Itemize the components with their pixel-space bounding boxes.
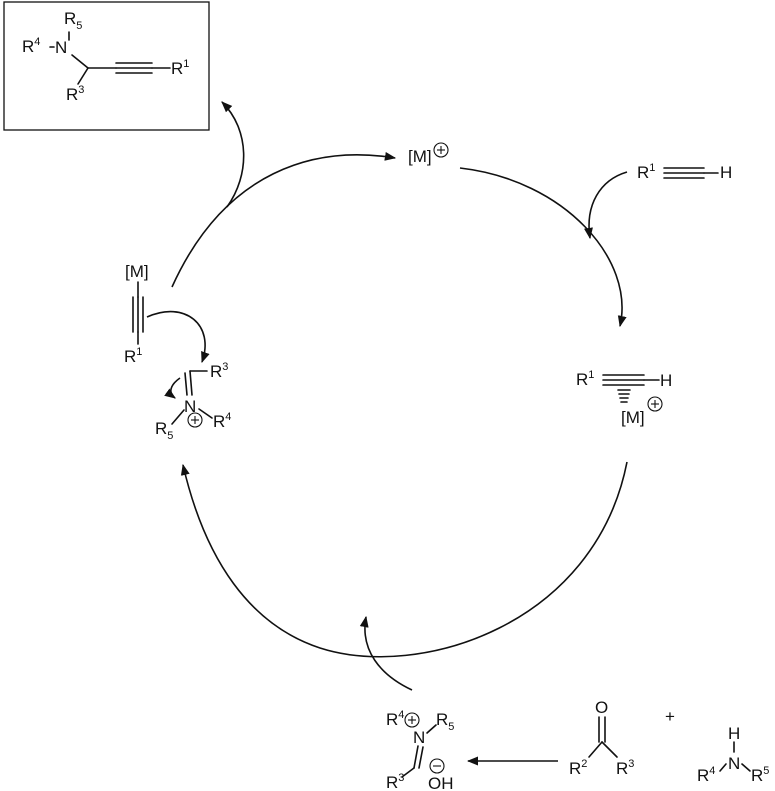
- alkyne-entry-arrow: [584, 171, 628, 240]
- iminium-n-r5-bond: [171, 409, 185, 425]
- carbonyl-compound: O R2 R3: [569, 698, 634, 778]
- amine-n: N: [728, 754, 740, 773]
- positive-charge-icon: [404, 712, 420, 728]
- iminium-double-bond: [184, 370, 193, 396]
- hemiaminal-r3: R3: [386, 772, 404, 791]
- ketone-c-r2-bond: [588, 741, 603, 758]
- product-r4: R4: [22, 36, 40, 56]
- catalyst-metal-cation: [M]: [408, 142, 449, 166]
- iminium-r4: R4: [213, 411, 231, 431]
- hemiaminal-c-r3-bond: [401, 767, 415, 778]
- acetylide-metal: [M]: [125, 262, 149, 281]
- product-release-arrow: [221, 101, 245, 208]
- amine-n-r4-bond: [719, 763, 727, 772]
- iminium-ion: R3 N R4 R5: [155, 361, 231, 442]
- iminium-entry-arrow: [359, 615, 413, 691]
- positive-charge-icon: [647, 396, 663, 412]
- ketone-r3: R3: [616, 758, 634, 778]
- product-r3: R3: [66, 84, 84, 104]
- product-triple-bond: [115, 62, 153, 74]
- ketone-c-r3-bond: [601, 741, 618, 758]
- product-box-frame: [3, 1, 210, 131]
- ketone-carbonyl-double-bond: [598, 716, 606, 743]
- hemiaminal-r5: R5: [436, 710, 454, 733]
- hemiaminal-oh: OH: [428, 774, 454, 791]
- alkyne-h: H: [720, 163, 732, 182]
- pi-complex-hashed-bond: [617, 389, 631, 403]
- amine-h: H: [728, 724, 740, 743]
- iminium-r5: R5: [155, 419, 173, 442]
- pi-complex-metal: [M]: [621, 408, 645, 427]
- hemiaminal-r4: R4: [386, 709, 404, 729]
- amine-n-r5-bond: [741, 763, 751, 772]
- ketone-o: O: [595, 698, 608, 717]
- hemiaminal-n-r5-bond: [426, 724, 437, 734]
- negative-charge-icon: [429, 758, 445, 774]
- product-n-ch-bond: [71, 54, 89, 69]
- alkyne-r1: R1: [637, 162, 655, 182]
- hemiaminal-double-bond: [413, 745, 424, 769]
- product-n: N: [55, 38, 67, 57]
- product-box: R5 R4 N R3 R1: [3, 1, 210, 131]
- iminium-n-r4-bond: [198, 408, 213, 419]
- nucleophilic-attack-arrow: [146, 310, 210, 364]
- pi-bond-shift-arrow: [164, 377, 181, 399]
- catalyst-metal-label: [M]: [408, 147, 432, 166]
- product-r5: R5: [64, 9, 82, 32]
- cycle-arc-bottom: [180, 461, 628, 658]
- product-r1: R1: [171, 58, 189, 78]
- alkyne-triple-bond: [663, 167, 719, 179]
- positive-charge-icon: [433, 142, 449, 158]
- acetylide-triple-bond: [132, 281, 144, 345]
- iminium-r3: R3: [210, 361, 228, 381]
- hemiaminal-n: N: [413, 728, 425, 747]
- pi-complex-triple-bond: [602, 374, 660, 386]
- cycle-arc-top-left: [171, 151, 397, 288]
- metal-acetylide: [M] R1: [124, 262, 149, 366]
- iminium-hydroxide-intermediate: R4 N R5 R3 OH: [386, 709, 454, 791]
- pi-complex-h: H: [660, 371, 672, 390]
- product-ch-r3-bond: [77, 67, 89, 85]
- amine-r4: R4: [697, 765, 715, 785]
- iminium-n: N: [184, 397, 196, 416]
- terminal-alkyne: R1 H: [637, 162, 732, 182]
- alkyne-pi-complex: R1 H [M]: [576, 369, 672, 427]
- amine-r5: R5: [751, 765, 769, 785]
- positive-charge-icon: [187, 412, 203, 428]
- acetylide-r1: R1: [124, 346, 142, 366]
- secondary-amine: H N R4 R5: [697, 724, 769, 785]
- ketone-r2: R2: [569, 758, 587, 778]
- plus-sign: +: [665, 707, 675, 726]
- cycle-arc-top-right: [459, 167, 627, 328]
- pi-complex-r1: R1: [576, 369, 594, 389]
